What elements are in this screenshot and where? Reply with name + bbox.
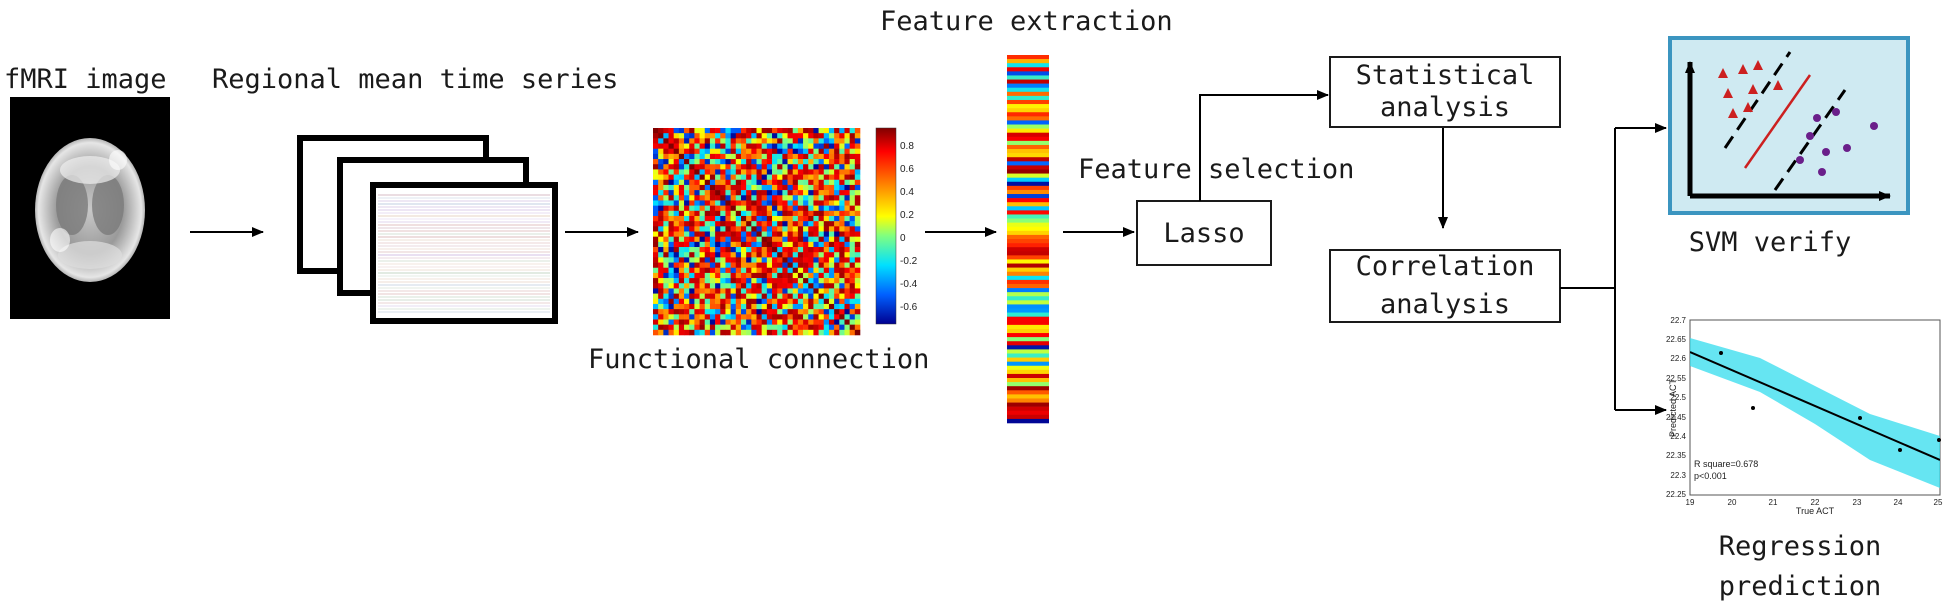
x-tick: 21	[1769, 498, 1778, 507]
functional-connection-label: Functional connection	[588, 344, 929, 375]
y-tick: 22.6	[1670, 354, 1686, 363]
colorbar-tick: 0	[900, 233, 906, 244]
colorbar-ticks: 0.8 0.6 0.4 0.2 0 -0.2 -0.4 -0.6	[900, 141, 918, 313]
svm-class-b-points	[1796, 108, 1878, 176]
y-tick: 22.4	[1670, 432, 1686, 441]
connectivity-matrix	[653, 128, 861, 336]
svm-panel	[1668, 36, 1910, 215]
lasso-box	[1136, 200, 1272, 266]
correlation-analysis-label-line2: analysis	[1380, 289, 1510, 320]
regression-ylabel: Predicted ACT	[1668, 378, 1678, 437]
statistical-analysis-label-line1: Statistical	[1356, 60, 1535, 91]
correlation-analysis-label-line1: Correlation	[1356, 251, 1535, 282]
colorbar-tick: 0.6	[900, 164, 914, 175]
colorbar-tick: -0.6	[900, 302, 918, 313]
colorbar-tick: 0.2	[900, 210, 914, 221]
confidence-band	[1690, 338, 1940, 488]
statistical-analysis-box	[1329, 56, 1561, 128]
arrow-lasso-to-statistical	[1199, 90, 1329, 201]
regression-xlabel: True ACT	[1796, 506, 1835, 516]
x-tick: 25	[1934, 498, 1943, 507]
regional-timeseries-label: Regional mean time series	[212, 64, 618, 95]
x-tick: 24	[1894, 498, 1903, 507]
svm-plot	[1685, 51, 1891, 201]
fmri-image-label: fMRI image	[4, 64, 167, 95]
colorbar-tick: -0.2	[900, 256, 918, 267]
p-value-annotation: p<0.001	[1694, 471, 1727, 481]
regression-x-ticks: 19 20 21 22 23 24 25	[1686, 498, 1943, 507]
feature-selection-label: Feature selection	[1078, 154, 1354, 185]
svm-class-a-points	[1718, 60, 1783, 118]
x-tick: 23	[1853, 498, 1862, 507]
y-tick: 22.25	[1666, 490, 1687, 499]
feature-vector	[1007, 55, 1049, 424]
x-tick: 22	[1811, 498, 1820, 507]
brain-scan-image	[35, 138, 145, 282]
statistical-analysis-label-line2: analysis	[1380, 92, 1510, 123]
regression-prediction-label-line2: prediction	[1719, 571, 1882, 602]
y-tick: 22.7	[1670, 316, 1686, 325]
y-tick: 22.55	[1666, 374, 1687, 383]
r-square-annotation: R square=0.678	[1694, 459, 1758, 469]
regression-prediction-label-line1: Regression	[1719, 531, 1882, 562]
x-tick: 20	[1728, 498, 1737, 507]
y-tick: 22.3	[1670, 471, 1686, 480]
y-tick: 22.65	[1666, 335, 1687, 344]
regression-line	[1690, 351, 1940, 461]
colorbar-tick: 0.4	[900, 187, 914, 198]
x-tick: 19	[1686, 498, 1695, 507]
y-tick: 22.45	[1666, 413, 1687, 422]
colorbar	[875, 127, 897, 325]
colorbar-tick: -0.4	[900, 279, 918, 290]
colorbar-tick: 0.8	[900, 141, 914, 152]
correlation-analysis-box	[1329, 249, 1561, 323]
lasso-label: Lasso	[1163, 218, 1244, 249]
svm-verify-label: SVM verify	[1689, 227, 1852, 258]
regression-y-ticks: 22.7 22.65 22.6 22.55 22.5 22.45 22.4 22…	[1666, 316, 1687, 499]
feature-extraction-label: Feature extraction	[880, 6, 1173, 37]
regression-plot: R square=0.678 p<0.001 True ACT Predicte…	[1666, 316, 1943, 516]
timeseries-stack	[297, 135, 558, 324]
y-tick: 22.5	[1670, 393, 1686, 402]
y-tick: 22.35	[1666, 451, 1687, 460]
regression-points	[1719, 351, 1941, 452]
